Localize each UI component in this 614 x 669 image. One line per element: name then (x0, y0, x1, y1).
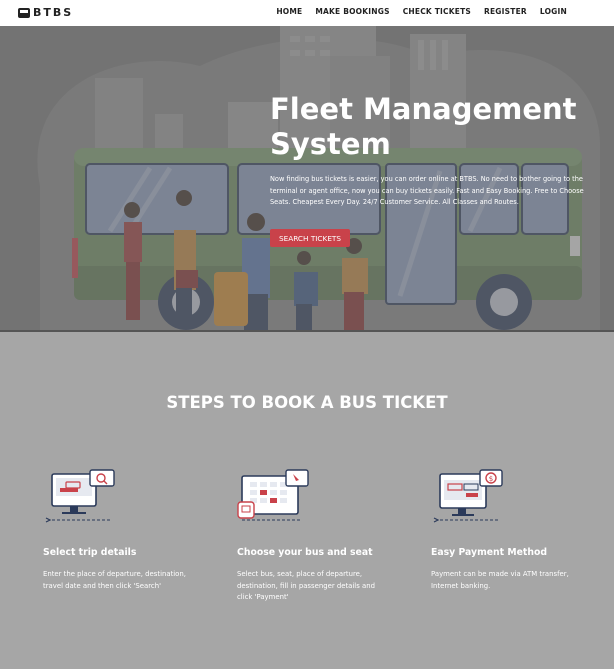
hero-section: Fleet Management System Now finding bus … (0, 26, 614, 332)
logo[interactable]: BTBS (18, 6, 73, 19)
step-1-title: Select trip details (43, 547, 137, 558)
trip-search-icon (45, 469, 115, 523)
hero-title: Fleet Management System (270, 92, 577, 161)
step-2-title: Choose your bus and seat (237, 547, 373, 558)
nav-make-bookings[interactable]: MAKE BOOKINGS (315, 7, 390, 16)
logo-text: BTBS (33, 6, 74, 19)
hero-description: Now finding bus tickets is easier, you c… (270, 175, 584, 207)
nav-login[interactable]: LOGIN (539, 7, 567, 16)
step-3-title: Easy Payment Method (431, 547, 548, 558)
step-2-description: Select bus, seat, place of departure, de… (237, 570, 375, 601)
nav-register[interactable]: REGISTER (484, 7, 527, 16)
bus-logo-icon (18, 7, 30, 18)
step-3-description: Payment can be made via ATM transfer, In… (431, 570, 569, 590)
hero-divider (0, 330, 614, 332)
hero-illustration (0, 26, 614, 332)
nav-check-tickets[interactable]: CHECK TICKETS (402, 7, 471, 16)
search-tickets-button[interactable]: SEARCH TICKETS (270, 229, 350, 247)
nav-home[interactable]: HOME (276, 7, 303, 16)
svg-text:$: $ (489, 475, 493, 483)
steps-title: STEPS TO BOOK A BUS TICKET (166, 393, 448, 412)
main-menu: HOME MAKE BOOKINGS CHECK TICKETS REGISTE… (276, 7, 567, 16)
payment-icon: $ (433, 469, 503, 523)
top-navbar: BTBS HOME MAKE BOOKINGS CHECK TICKETS RE… (0, 0, 614, 26)
seat-select-icon (237, 469, 309, 521)
step-1-description: Enter the place of departure, destinatio… (43, 570, 186, 590)
